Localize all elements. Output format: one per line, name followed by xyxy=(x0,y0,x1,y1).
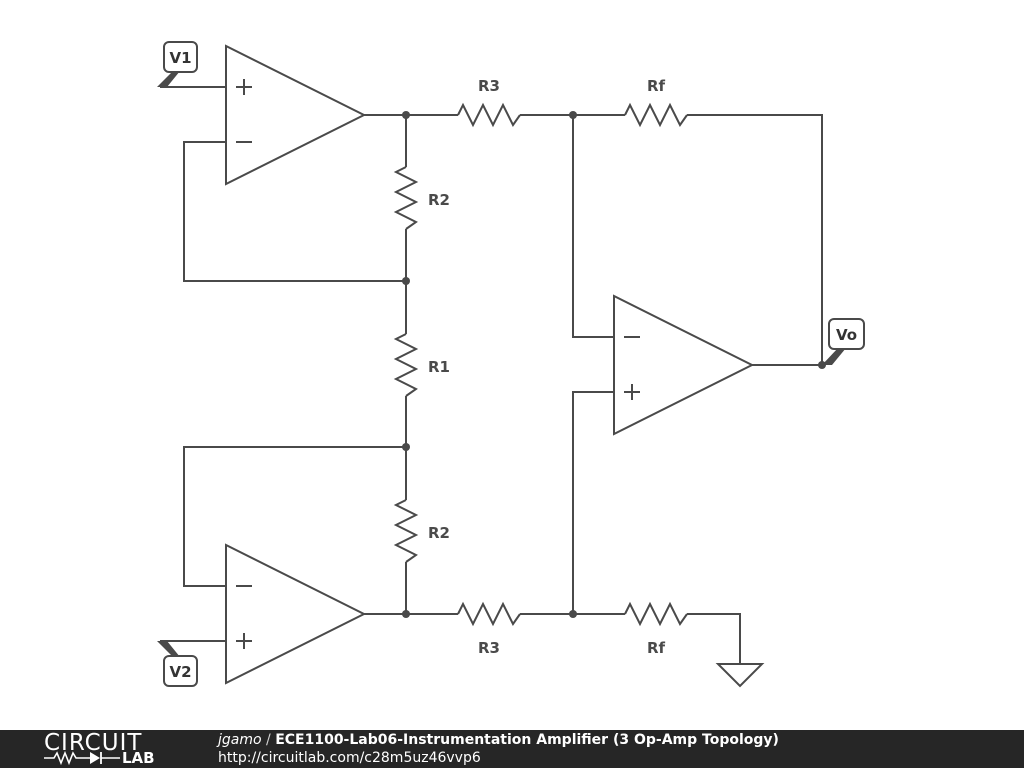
resistor-r1[interactable]: R1 xyxy=(393,333,450,397)
resistor-r1-label: R1 xyxy=(428,358,450,376)
circuit-title[interactable]: ECE1100-Lab06-Instrumentation Amplifier … xyxy=(275,732,779,748)
junction-node-c xyxy=(402,443,410,451)
junction-node-a xyxy=(402,111,410,119)
resistor-r3-bottom[interactable]: R3 xyxy=(457,601,521,657)
circuit-schematic: R3 Rf R2 R1 R2 R3 Rf V1 xyxy=(157,41,865,688)
port-v1-label: V1 xyxy=(169,49,191,67)
resistor-rf-top-label: Rf xyxy=(647,77,666,95)
resistor-rf-bottom-label: Rf xyxy=(647,639,666,657)
logo-text-circuit: CIRCUIT xyxy=(44,730,143,756)
junction-node-b xyxy=(402,277,410,285)
opamp-bottom[interactable] xyxy=(225,543,367,685)
resistor-r2-top[interactable]: R2 xyxy=(393,166,450,230)
port-vo-label: Vo xyxy=(836,326,857,344)
footer-bar: CIRCUIT LAB jgamo / ECE1100-Lab06-Instru… xyxy=(0,730,1024,768)
port-v1[interactable]: V1 xyxy=(157,41,198,87)
junction-dots xyxy=(402,111,826,618)
port-v2-label: V2 xyxy=(169,663,191,681)
port-v2[interactable]: V2 xyxy=(157,641,198,687)
logo-text-lab: LAB xyxy=(122,749,155,767)
resistor-rf-top[interactable]: Rf xyxy=(624,77,688,128)
circuit-byline: jgamo / ECE1100-Lab06-Instrumentation Am… xyxy=(218,731,779,749)
circuitlab-logo[interactable]: CIRCUIT LAB xyxy=(44,730,184,768)
junction-node-d xyxy=(402,610,410,618)
resistor-r3-top[interactable]: R3 xyxy=(457,77,521,128)
wires xyxy=(160,86,823,664)
ground-icon[interactable] xyxy=(715,663,765,688)
circuit-url[interactable]: http://circuitlab.com/c28m5uz46vvp6 xyxy=(218,750,481,766)
resistor-r2-bottom-label: R2 xyxy=(428,524,450,542)
opamp-output[interactable] xyxy=(613,294,755,436)
resistor-r3-bottom-label: R3 xyxy=(478,639,500,657)
port-vo[interactable]: Vo xyxy=(822,318,865,365)
resistor-r2-top-label: R2 xyxy=(428,191,450,209)
resistor-r3-top-label: R3 xyxy=(478,77,500,95)
junction-node-f xyxy=(569,610,577,618)
resistor-rf-bottom[interactable]: Rf xyxy=(624,601,688,657)
byline-separator: / xyxy=(261,732,276,748)
resistor-diode-logo-icon xyxy=(44,750,120,766)
resistor-r2-bottom[interactable]: R2 xyxy=(393,499,450,563)
opamp-top[interactable] xyxy=(225,44,367,186)
author-link[interactable]: jgamo xyxy=(218,732,262,748)
junction-node-e xyxy=(569,111,577,119)
